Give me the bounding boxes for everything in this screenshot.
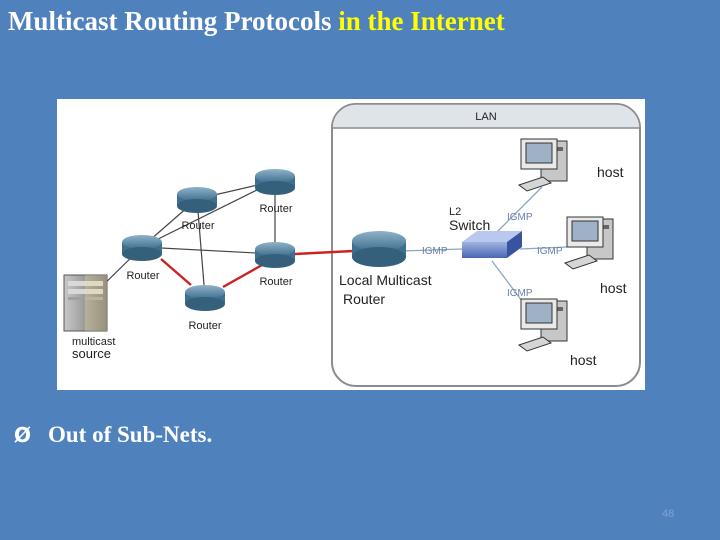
switch-label-line1: L2 (449, 206, 461, 218)
igmp-label: IGMP (507, 288, 533, 299)
router-label: Router (259, 276, 292, 288)
server-icon (63, 274, 108, 332)
title-highlight: in the Internet (338, 6, 505, 36)
host-computer-icon (517, 138, 568, 192)
igmp-label: IGMP (537, 246, 563, 257)
bullet-text: Out of Sub-Nets. (48, 422, 213, 447)
switch-icon (462, 231, 522, 258)
host-computer-icon (563, 216, 614, 270)
multicast-path (160, 249, 354, 289)
slide-title: Multicast Routing Protocols in the Inter… (8, 6, 505, 37)
lan-label: LAN (475, 111, 496, 123)
source-label-line2: source (72, 346, 111, 361)
switch-label-line2: Switch (449, 217, 490, 233)
router-label: Router (126, 270, 159, 282)
lan-header-band (331, 103, 641, 129)
bullet-point: Ø Out of Sub-Nets. (14, 422, 212, 448)
router-icon (255, 169, 295, 195)
router-icon (177, 187, 217, 213)
host-label: host (597, 164, 624, 180)
router-label: Router (181, 220, 214, 232)
bullet-arrow-icon: Ø (14, 423, 32, 447)
host-label: host (600, 280, 627, 296)
router-icon (255, 242, 295, 268)
multicast-network-diagram: LAN Router Router Router Router R (57, 99, 645, 390)
page-number: 48 (662, 508, 675, 520)
router-label: Router (259, 203, 292, 215)
igmp-label: IGMP (507, 212, 533, 223)
local-multicast-router-icon (352, 231, 406, 267)
title-main: Multicast Routing Protocols (8, 6, 339, 36)
router-icon (185, 285, 225, 311)
host-computer-icon (517, 298, 568, 352)
source-label-line1: multicast (72, 336, 115, 348)
router-icon (122, 235, 162, 261)
host-label: host (570, 352, 597, 368)
router-label: Router (188, 320, 221, 332)
igmp-label: IGMP (422, 246, 448, 257)
local-router-label-line1: Local Multicast (339, 272, 432, 288)
local-router-label-line2: Router (343, 291, 385, 307)
